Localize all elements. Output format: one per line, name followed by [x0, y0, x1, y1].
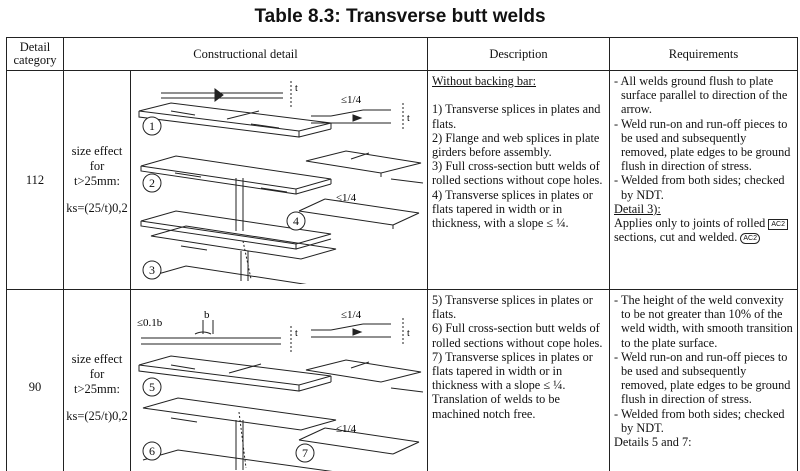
- thickness-label: t: [407, 328, 410, 339]
- size-effect-cell: size effect for t>25mm: ks=(25/t)0,2: [63, 289, 131, 471]
- details-5-7-label: Details 5 and 7:: [614, 435, 692, 450]
- requirement-item: - Welded from both sides; checked by NDT…: [614, 173, 785, 202]
- slope-label: ≤1/4: [341, 309, 362, 321]
- figure-number-4: 4: [293, 214, 299, 228]
- detail-3-text: sections, cut and welded.: [614, 230, 738, 245]
- requirements-cell: - All welds ground flush to plate surfac…: [609, 70, 798, 290]
- description-item: 6) Full cross-section butt welds of roll…: [432, 321, 603, 350]
- size-effect-formula: ks=(25/t)0,2: [66, 408, 128, 423]
- detail-3-text: Applies only to joints of rolled: [614, 216, 766, 231]
- thickness-label: t: [407, 113, 410, 124]
- description-heading: Without backing bar:: [432, 74, 537, 88]
- figure-number-3: 3: [149, 263, 155, 277]
- size-effect-line: size effect: [71, 351, 123, 366]
- constructional-detail-figure-cell: ≤0.1b b t ≤1/4 t ≤1/4 5 6 7: [130, 289, 428, 471]
- slope-label: ≤1/4: [336, 192, 357, 204]
- description-cell: 5) Transverse splices in plates or flats…: [427, 289, 610, 471]
- detail-3-label: Detail 3):: [614, 201, 661, 216]
- size-effect-formula: ks=(25/t)0,2: [66, 201, 128, 215]
- description-item: 1) Transverse splices in plates and flat…: [432, 102, 601, 131]
- size-effect-line: for: [89, 366, 105, 381]
- header-requirements: Requirements: [609, 37, 798, 71]
- amendment-marker-icon: AC2: [740, 232, 760, 244]
- figure-number-5: 5: [149, 380, 155, 394]
- description-item: 5) Transverse splices in plates or flats…: [432, 293, 593, 322]
- transverse-butt-welds-table: Detail category Constructional detail De…: [6, 37, 798, 471]
- description-item: 4) Transverse splices in plates or flats…: [432, 187, 593, 231]
- requirements-cell: - The height of the weld convexity to be…: [609, 289, 798, 471]
- description-item: 3) Full cross-section butt welds of roll…: [432, 159, 603, 188]
- slope-label: ≤1/4: [336, 423, 357, 435]
- requirement-item: - The height of the weld convexity to be…: [614, 293, 793, 350]
- amendment-marker-icon: AC2: [768, 218, 789, 230]
- description-cell: Without backing bar: 1) Transverse splic…: [427, 70, 610, 290]
- table-row: 112 size effect for t>25mm: ks=(25/t)0,2: [6, 70, 798, 290]
- size-effect-line: size effect: [71, 144, 123, 158]
- requirement-item: - All welds ground flush to plate surfac…: [614, 74, 788, 117]
- detail-category-cell: 112: [6, 70, 64, 290]
- figure-number-7: 7: [302, 446, 308, 460]
- figure-number-2: 2: [149, 176, 155, 190]
- requirement-item: - Welded from both sides; checked by NDT…: [614, 406, 785, 435]
- requirement-item: - Weld run-on and run-off pieces to be u…: [614, 349, 791, 407]
- thickness-label: t: [295, 83, 298, 94]
- size-effect-line: t>25mm:: [74, 381, 120, 396]
- weld-details-5-7-figure: ≤0.1b b t ≤1/4 t ≤1/4 5 6 7: [137, 309, 424, 471]
- header-detail-category: Detail category: [6, 37, 64, 71]
- convexity-label: ≤0.1b: [137, 317, 163, 329]
- header-description: Description: [427, 37, 610, 71]
- constructional-detail-figure-cell: t ≤1/4 t ≤1/4 1 2 3 4: [130, 70, 428, 290]
- weld-details-1-4-figure: t ≤1/4 t ≤1/4 1 2 3 4: [138, 81, 424, 290]
- detail-category-cell: 90: [6, 289, 64, 471]
- requirement-item: - Weld run-on and run-off pieces to be u…: [614, 116, 791, 174]
- figure-number-6: 6: [149, 444, 155, 458]
- table-row: 90 size effect for t>25mm: ks=(25/t)0,2: [6, 289, 798, 471]
- header-constructional-detail: Constructional detail: [63, 37, 428, 71]
- size-effect-line: for: [89, 159, 105, 173]
- size-effect-line: t>25mm:: [74, 174, 120, 188]
- thickness-label: t: [295, 328, 298, 339]
- size-effect-cell: size effect for t>25mm: ks=(25/t)0,2: [63, 70, 131, 290]
- width-label: b: [204, 309, 210, 321]
- description-item: 7) Transverse splices in plates or flats…: [432, 349, 593, 421]
- table-title: Table 8.3: Transverse butt welds: [254, 6, 546, 27]
- description-item: 2) Flange and web splices in plate girde…: [432, 130, 600, 160]
- slope-label: ≤1/4: [341, 94, 362, 106]
- header-row: Detail category Constructional detail De…: [6, 37, 798, 71]
- figure-number-1: 1: [149, 119, 155, 133]
